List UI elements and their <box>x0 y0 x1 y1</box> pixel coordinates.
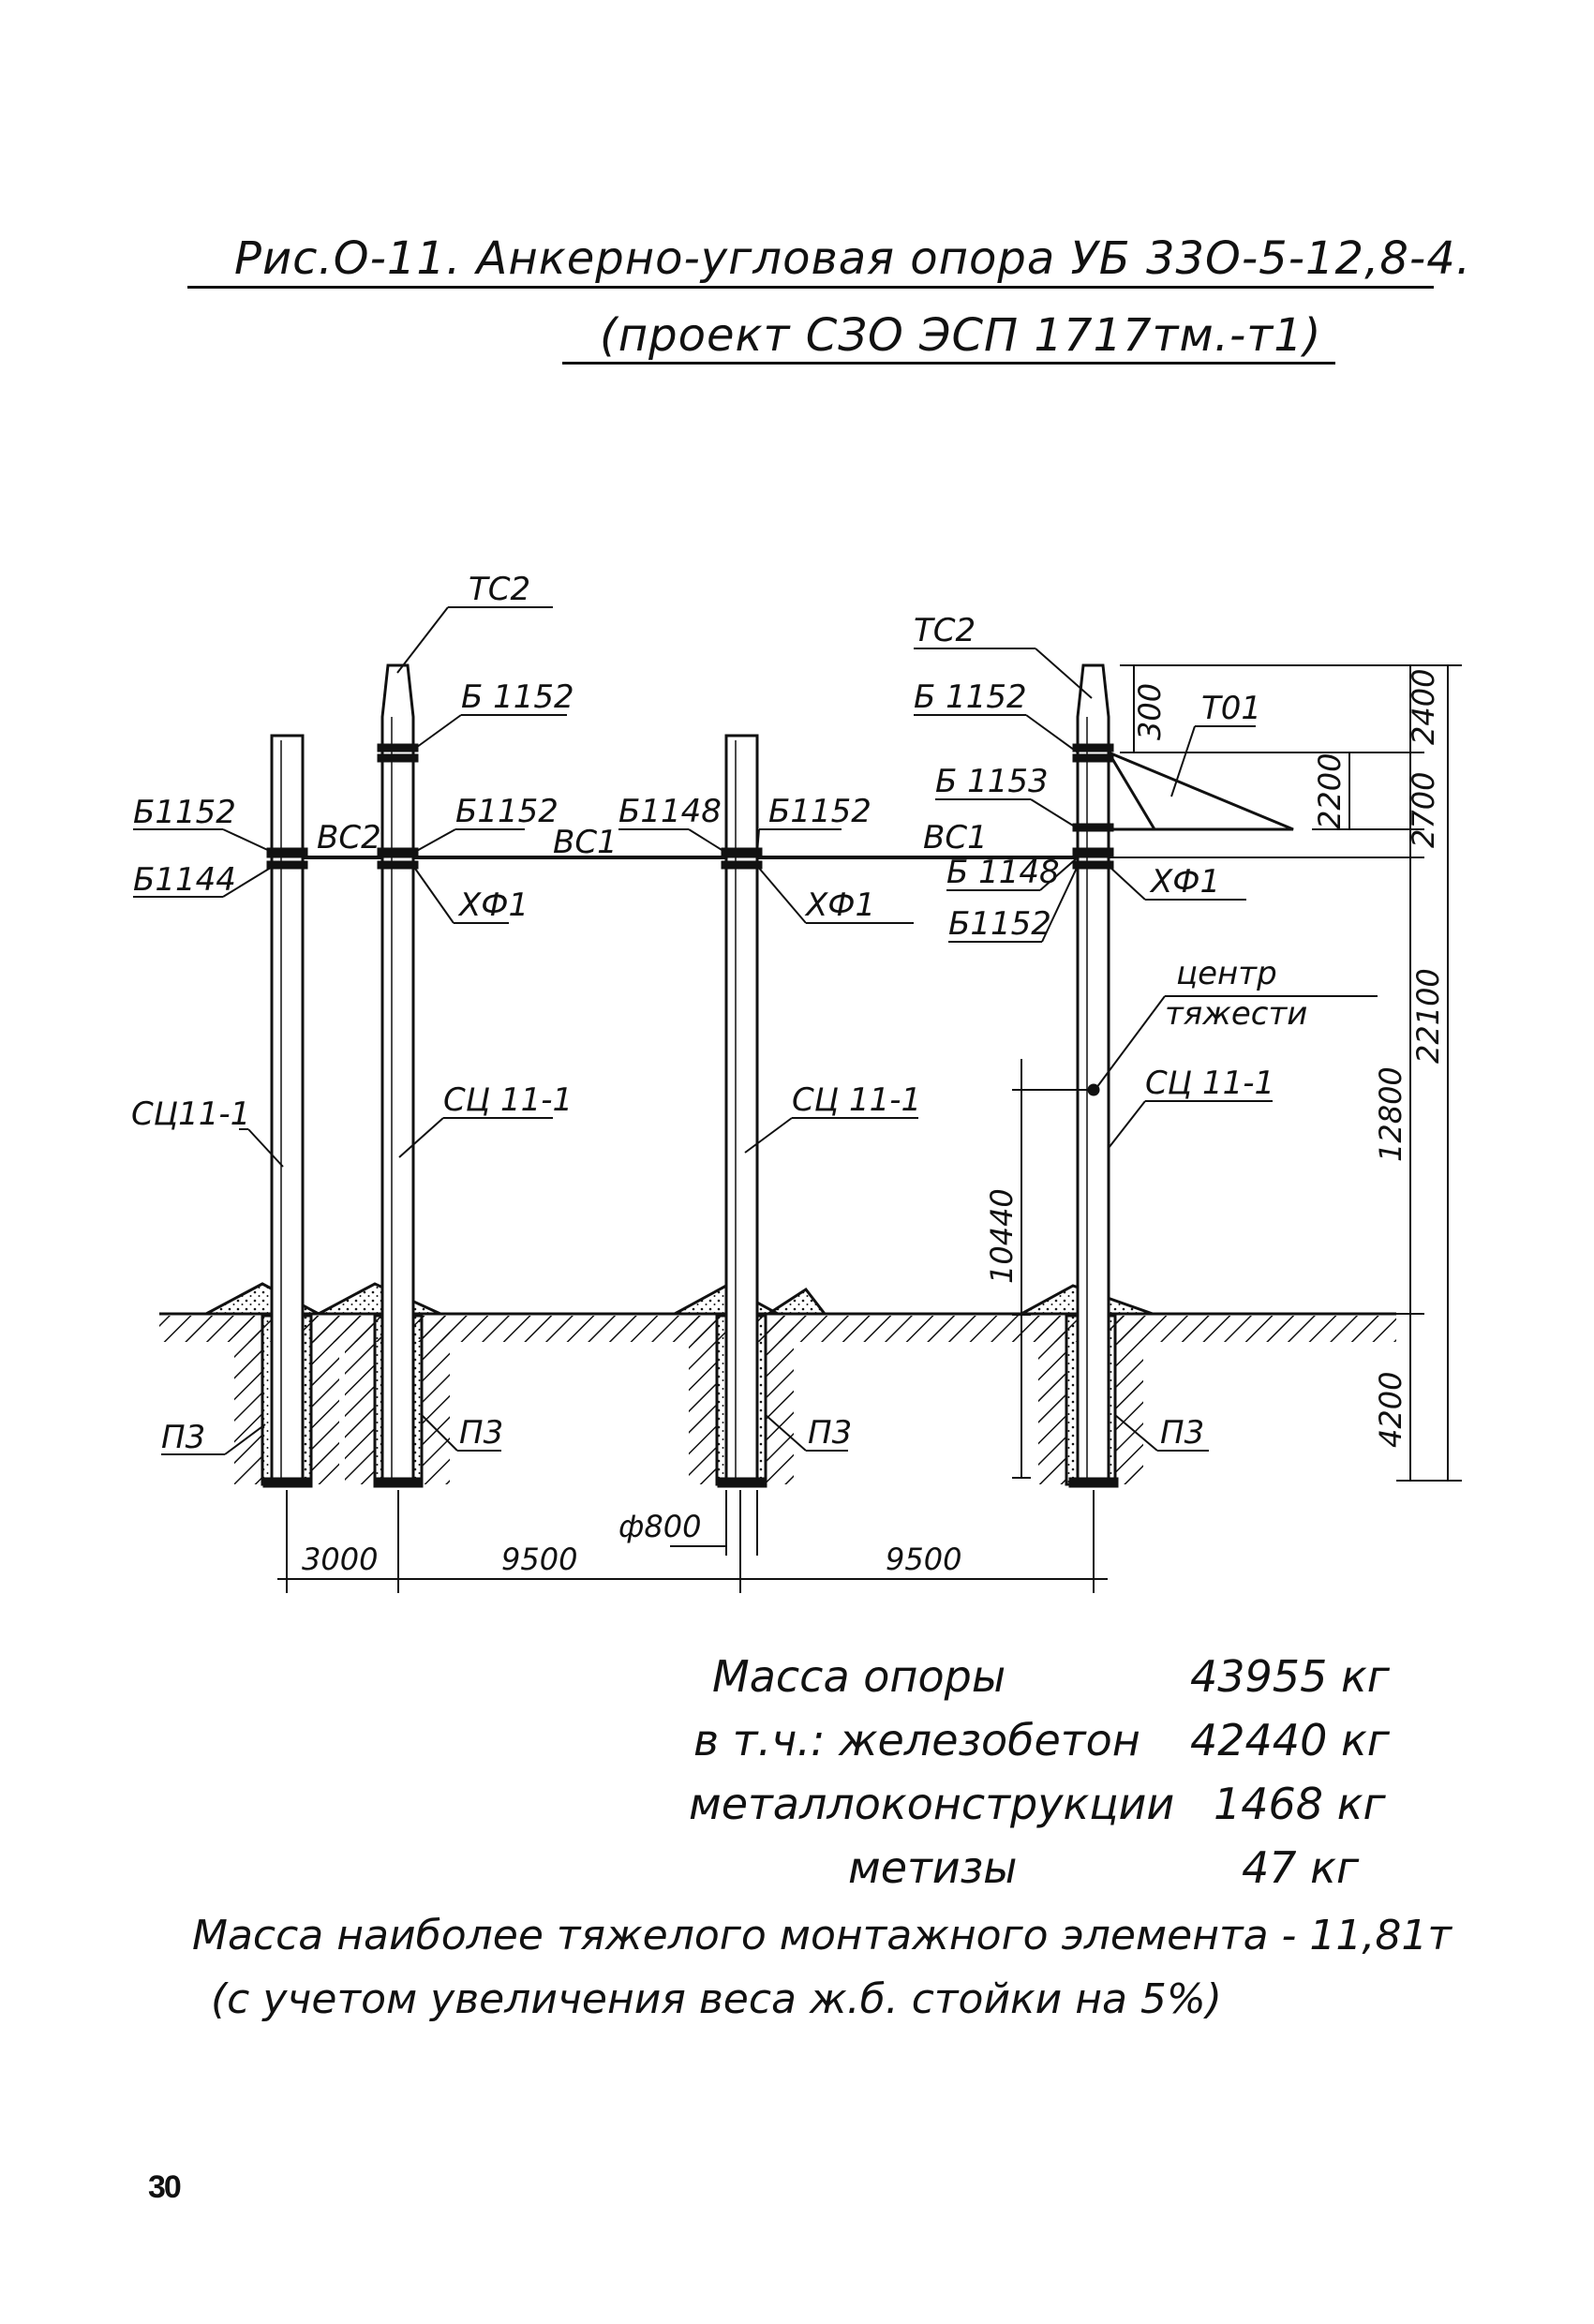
dim-22100: 22100 <box>1410 968 1446 1064</box>
label-center-2: тяжести <box>1165 995 1307 1033</box>
mass-value-concrete: 42440 кг <box>1190 1715 1390 1765</box>
dim-10440: 10440 <box>984 1188 1020 1284</box>
label-b1153: Б 1153 <box>935 763 1049 800</box>
dim-3000: 3000 <box>302 1542 378 1577</box>
label-sc-d: СЦ 11-1 <box>1145 1065 1274 1102</box>
label-p3-a: П3 <box>161 1419 205 1456</box>
label-bc1-a: ВС1 <box>553 824 618 861</box>
title-underline-2 <box>562 362 1335 365</box>
label-p3-b: П3 <box>459 1414 503 1452</box>
label-b1148-b: Б 1148 <box>946 854 1060 891</box>
label-xf1-b: ХФ1 <box>804 886 875 924</box>
mass-value-metal: 1468 кг <box>1214 1779 1386 1829</box>
label-xf1-c: ХФ1 <box>1149 863 1220 901</box>
dim-2400: 2400 <box>1406 669 1441 745</box>
label-bc2: ВС2 <box>317 819 381 857</box>
dim-12800: 12800 <box>1373 1066 1408 1162</box>
mass-value-total: 43955 кг <box>1190 1651 1390 1702</box>
page-number: 30 <box>148 2169 182 2205</box>
mass-label-concrete: в т.ч.: железобетон <box>693 1715 1140 1765</box>
label-sc-b: СЦ 11-1 <box>443 1081 573 1119</box>
label-b1144: Б1144 <box>133 861 236 899</box>
label-b1152-e: Б 1152 <box>914 678 1027 716</box>
label-xf1-a: ХФ1 <box>457 886 529 924</box>
pole-4 <box>1076 663 1110 1485</box>
label-tc2-a: ТС2 <box>469 571 530 608</box>
dim-800: ф800 <box>618 1509 701 1544</box>
dim-9500-b: 9500 <box>886 1542 961 1577</box>
label-t01: Т01 <box>1201 690 1261 727</box>
figure-title-line2: (проект СЗО ЭСП 1717тм.-т1) <box>600 309 1322 362</box>
dim-2200: 2200 <box>1312 753 1348 829</box>
mass-label-hardware: метизы <box>848 1842 1018 1893</box>
label-b1152-f: Б1152 <box>948 905 1051 943</box>
label-b1152-c: Б1152 <box>455 793 559 830</box>
label-b1152-b: Б1152 <box>133 794 236 831</box>
traverse-t01 <box>1108 751 1294 831</box>
pole-2 <box>380 663 415 1485</box>
mass-label-metal: металлоконструкции <box>689 1779 1175 1829</box>
title-underline-1 <box>187 286 1434 289</box>
label-tc2-b: ТС2 <box>914 612 976 649</box>
pole-3 <box>724 734 759 1485</box>
dim-300: 300 <box>1132 683 1168 740</box>
note-line1: Масса наиболее тяжелого монтажного элеме… <box>192 1912 1452 1959</box>
label-p3-c: П3 <box>808 1414 852 1452</box>
pole-1 <box>270 734 305 1485</box>
label-sc-c: СЦ 11-1 <box>792 1081 921 1119</box>
label-b1148-a: Б1148 <box>618 793 722 830</box>
label-bc1-b: ВС1 <box>923 819 988 857</box>
label-b1152-a: Б 1152 <box>461 678 574 716</box>
mass-value-hardware: 47 кг <box>1242 1842 1360 1893</box>
dim-4200: 4200 <box>1373 1372 1408 1448</box>
label-p3-d: П3 <box>1160 1414 1204 1452</box>
mass-label-total: Масса опоры <box>712 1651 1006 1702</box>
label-sc-a: СЦ11-1 <box>131 1095 250 1133</box>
label-b1152-d: Б1152 <box>768 793 871 830</box>
note-line2: (с учетом увеличения веса ж.б. стойки на… <box>211 1975 1222 2023</box>
dim-9500-a: 9500 <box>501 1542 577 1577</box>
figure-title-line1: Рис.О-11. Анкерно-угловая опора УБ 33О-5… <box>234 232 1471 285</box>
dim-2700: 2700 <box>1406 772 1441 848</box>
label-center-1: центр <box>1176 955 1277 992</box>
